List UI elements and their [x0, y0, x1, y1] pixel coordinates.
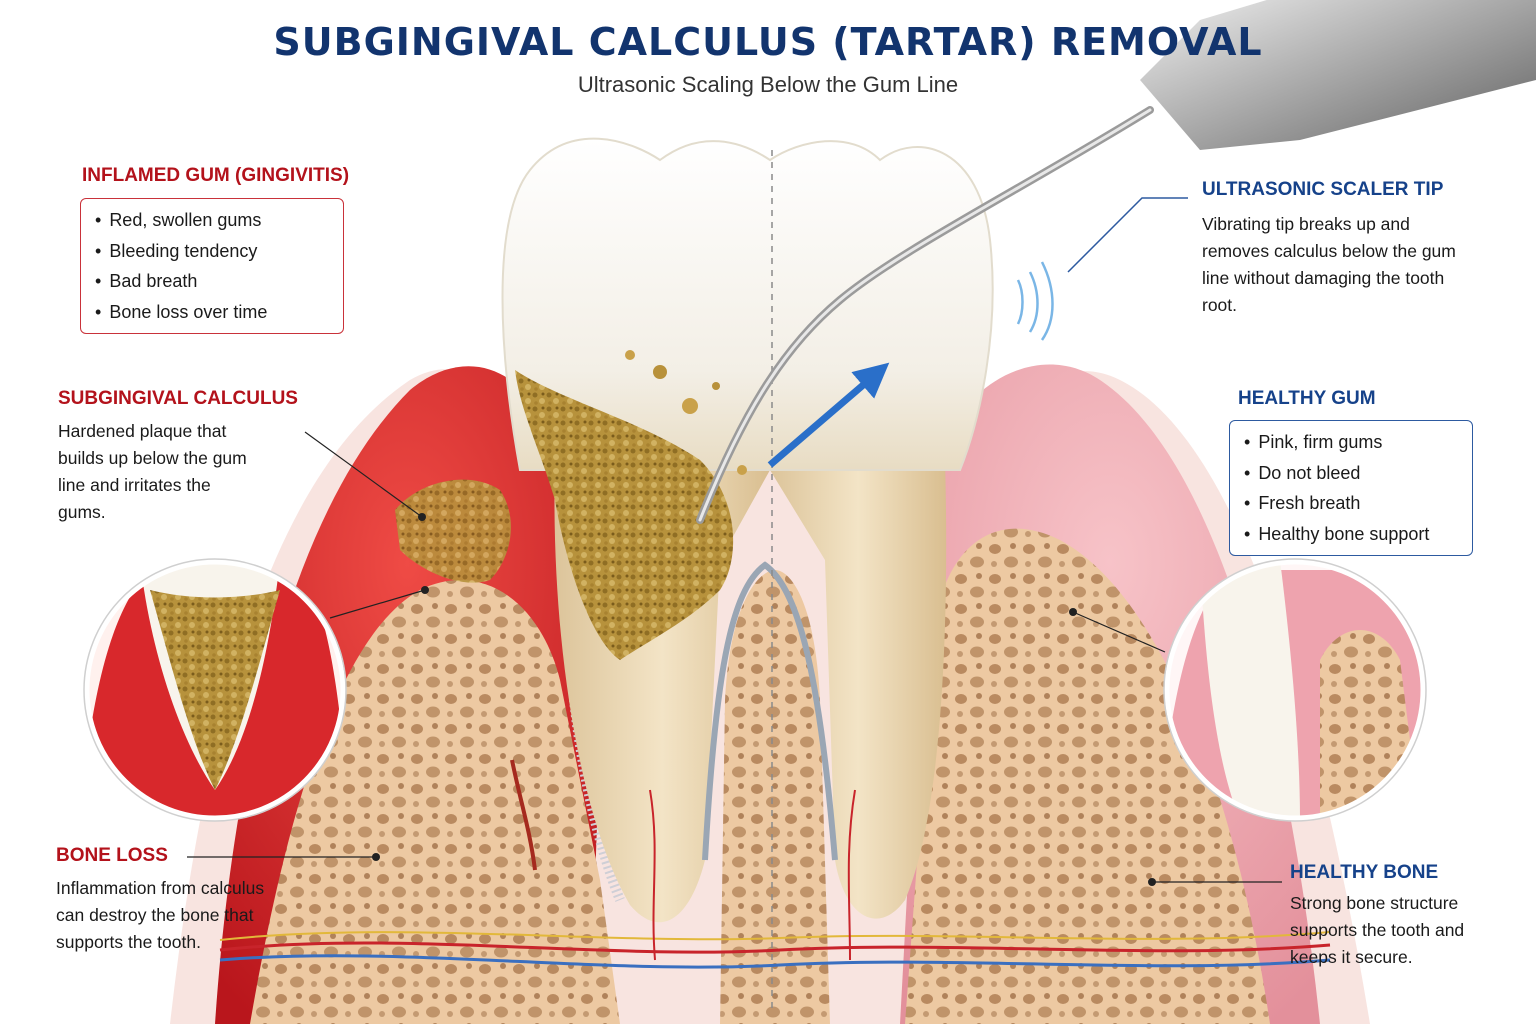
scaler-tip-description: Vibrating tip breaks up and removes calc… [1202, 214, 1456, 315]
page-subtitle: Ultrasonic Scaling Below the Gum Line [577, 72, 959, 97]
removal-arrow [767, 362, 890, 468]
list-item: Bad breath [95, 266, 329, 297]
list-item: Bone loss over time [95, 297, 329, 328]
healthy-gum-magnifier [1163, 558, 1427, 822]
bone-loss-description: Inflammation from calculus can destroy t… [56, 878, 265, 952]
list-item: Healthy bone support [1244, 519, 1458, 550]
scaler-handpiece [1140, 0, 1536, 150]
tooth-root-right [770, 460, 947, 919]
calculus-deposit [515, 370, 734, 660]
bone-loss-heading: BONE LOSS [56, 845, 168, 866]
list-item: Bleeding tendency [95, 236, 329, 267]
list-item: Do not bleed [1244, 458, 1458, 489]
healthy-bone [905, 528, 1270, 1024]
inflamed-gum-list: Red, swollen gums Bleeding tendency Bad … [80, 198, 344, 334]
inflamed-gum-magnifier [83, 558, 347, 822]
page-title: SUBGINGIVAL CALCULUS (TARTAR) REMOVAL [273, 20, 1263, 64]
subgingival-calculus-heading: SUBGINGIVAL CALCULUS [58, 388, 298, 409]
scaler-tip-heading: ULTRASONIC SCALER TIP [1202, 179, 1444, 200]
healthy-gum-heading: HEALTHY GUM [1238, 388, 1376, 409]
list-item: Fresh breath [1244, 488, 1458, 519]
list-item: Red, swollen gums [95, 205, 329, 236]
inflamed-gum-heading: INFLAMED GUM (GINGIVITIS) [82, 165, 350, 186]
healthy-bone-description: Strong bone structure supports the tooth… [1290, 893, 1465, 967]
healthy-gum-list: Pink, firm gums Do not bleed Fresh breat… [1229, 420, 1473, 556]
subgingival-calculus-description: Hardened plaque that builds up below the… [58, 421, 247, 522]
list-item: Pink, firm gums [1244, 427, 1458, 458]
interdental-bone [720, 570, 830, 1024]
healthy-bone-heading: HEALTHY BONE [1290, 862, 1439, 883]
